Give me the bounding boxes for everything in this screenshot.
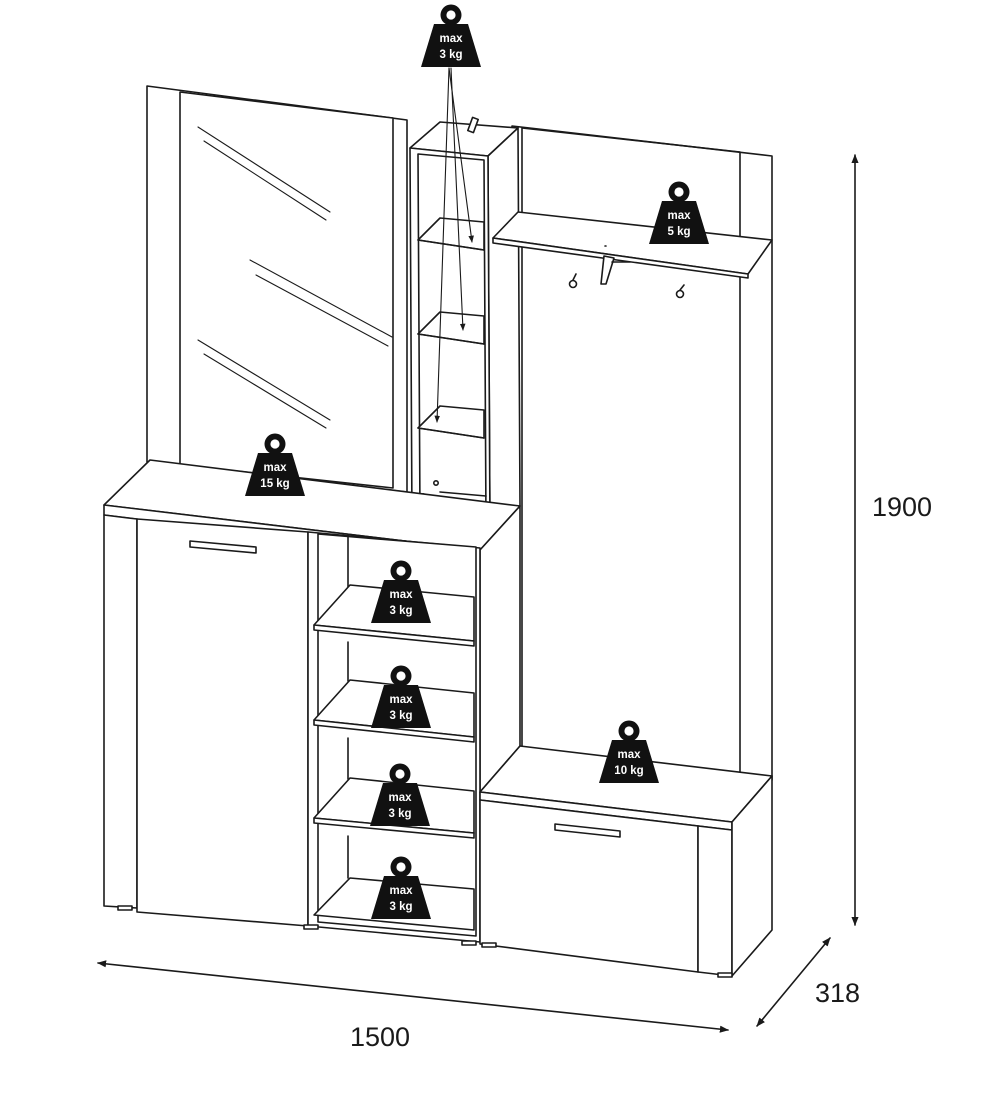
weight-max-label: max bbox=[388, 792, 412, 804]
weight-coat-shelf: max 5 kg bbox=[649, 181, 709, 244]
door-handle bbox=[189, 540, 257, 554]
bench bbox=[479, 745, 773, 978]
dimension-width: 1500 bbox=[97, 960, 729, 1052]
weight-icon bbox=[371, 560, 431, 623]
weight-limit-label: 3 kg bbox=[388, 808, 411, 820]
coat-hooks bbox=[568, 273, 685, 299]
shelf-tower bbox=[409, 116, 521, 531]
weight-limit-label: 3 kg bbox=[389, 901, 412, 913]
cabinet-feet bbox=[117, 905, 477, 946]
weight-icon bbox=[421, 4, 481, 67]
coat-shelf bbox=[492, 211, 773, 285]
hook-left bbox=[568, 273, 578, 289]
weight-limit-label: 15 kg bbox=[260, 478, 289, 490]
bench-drawer-handle bbox=[554, 823, 621, 838]
weight-max-label: max bbox=[667, 210, 691, 222]
arrow-icon bbox=[434, 67, 450, 423]
weight-shelf-1: max 3 kg bbox=[371, 560, 431, 623]
weight-shelf-4: max 3 kg bbox=[371, 856, 431, 919]
weight-limit-label: 3 kg bbox=[389, 605, 412, 617]
arrow-icon bbox=[450, 67, 466, 331]
tower-shelves bbox=[417, 217, 487, 497]
weight-limit-label: 3 kg bbox=[439, 49, 462, 61]
weight-cabinet-top: max 15 kg bbox=[245, 433, 305, 496]
weight-max-label: max bbox=[389, 885, 413, 897]
depth-value: 318 bbox=[815, 978, 860, 1008]
weight-max-label: max bbox=[389, 694, 413, 706]
dimension-height: 1900 bbox=[851, 154, 932, 926]
weight-icons: max 3 kg max 5 kg max 15 kg max 3 kg max 3 kg max 3… bbox=[245, 4, 709, 919]
weight-tower-top: max 3 kg bbox=[421, 4, 481, 67]
weight-bench: max 10 kg bbox=[599, 720, 659, 783]
height-value: 1900 bbox=[872, 492, 932, 522]
mirror-glare bbox=[197, 126, 393, 429]
weight-limit-label: 10 kg bbox=[614, 765, 643, 777]
hook-right bbox=[675, 284, 685, 299]
tower-load-arrows bbox=[434, 67, 474, 423]
weight-shelf-2: max 3 kg bbox=[371, 665, 431, 728]
weight-limit-label: 3 kg bbox=[389, 710, 412, 722]
weight-icon bbox=[370, 763, 430, 826]
weight-icon bbox=[649, 181, 709, 244]
weight-icon bbox=[371, 665, 431, 728]
weight-icon bbox=[371, 856, 431, 919]
width-value: 1500 bbox=[350, 1022, 410, 1052]
weight-max-label: max bbox=[389, 589, 413, 601]
mirror-panel bbox=[146, 85, 408, 493]
weight-max-label: max bbox=[617, 749, 641, 761]
weight-limit-label: 5 kg bbox=[667, 226, 690, 238]
weight-max-label: max bbox=[263, 462, 287, 474]
dimension-depth: 318 bbox=[756, 937, 860, 1027]
shoe-cabinet bbox=[103, 459, 521, 946]
weight-shelf-3: max 3 kg bbox=[370, 763, 430, 826]
weight-icon bbox=[245, 433, 305, 496]
weight-icon bbox=[599, 720, 659, 783]
weight-max-label: max bbox=[439, 33, 463, 45]
